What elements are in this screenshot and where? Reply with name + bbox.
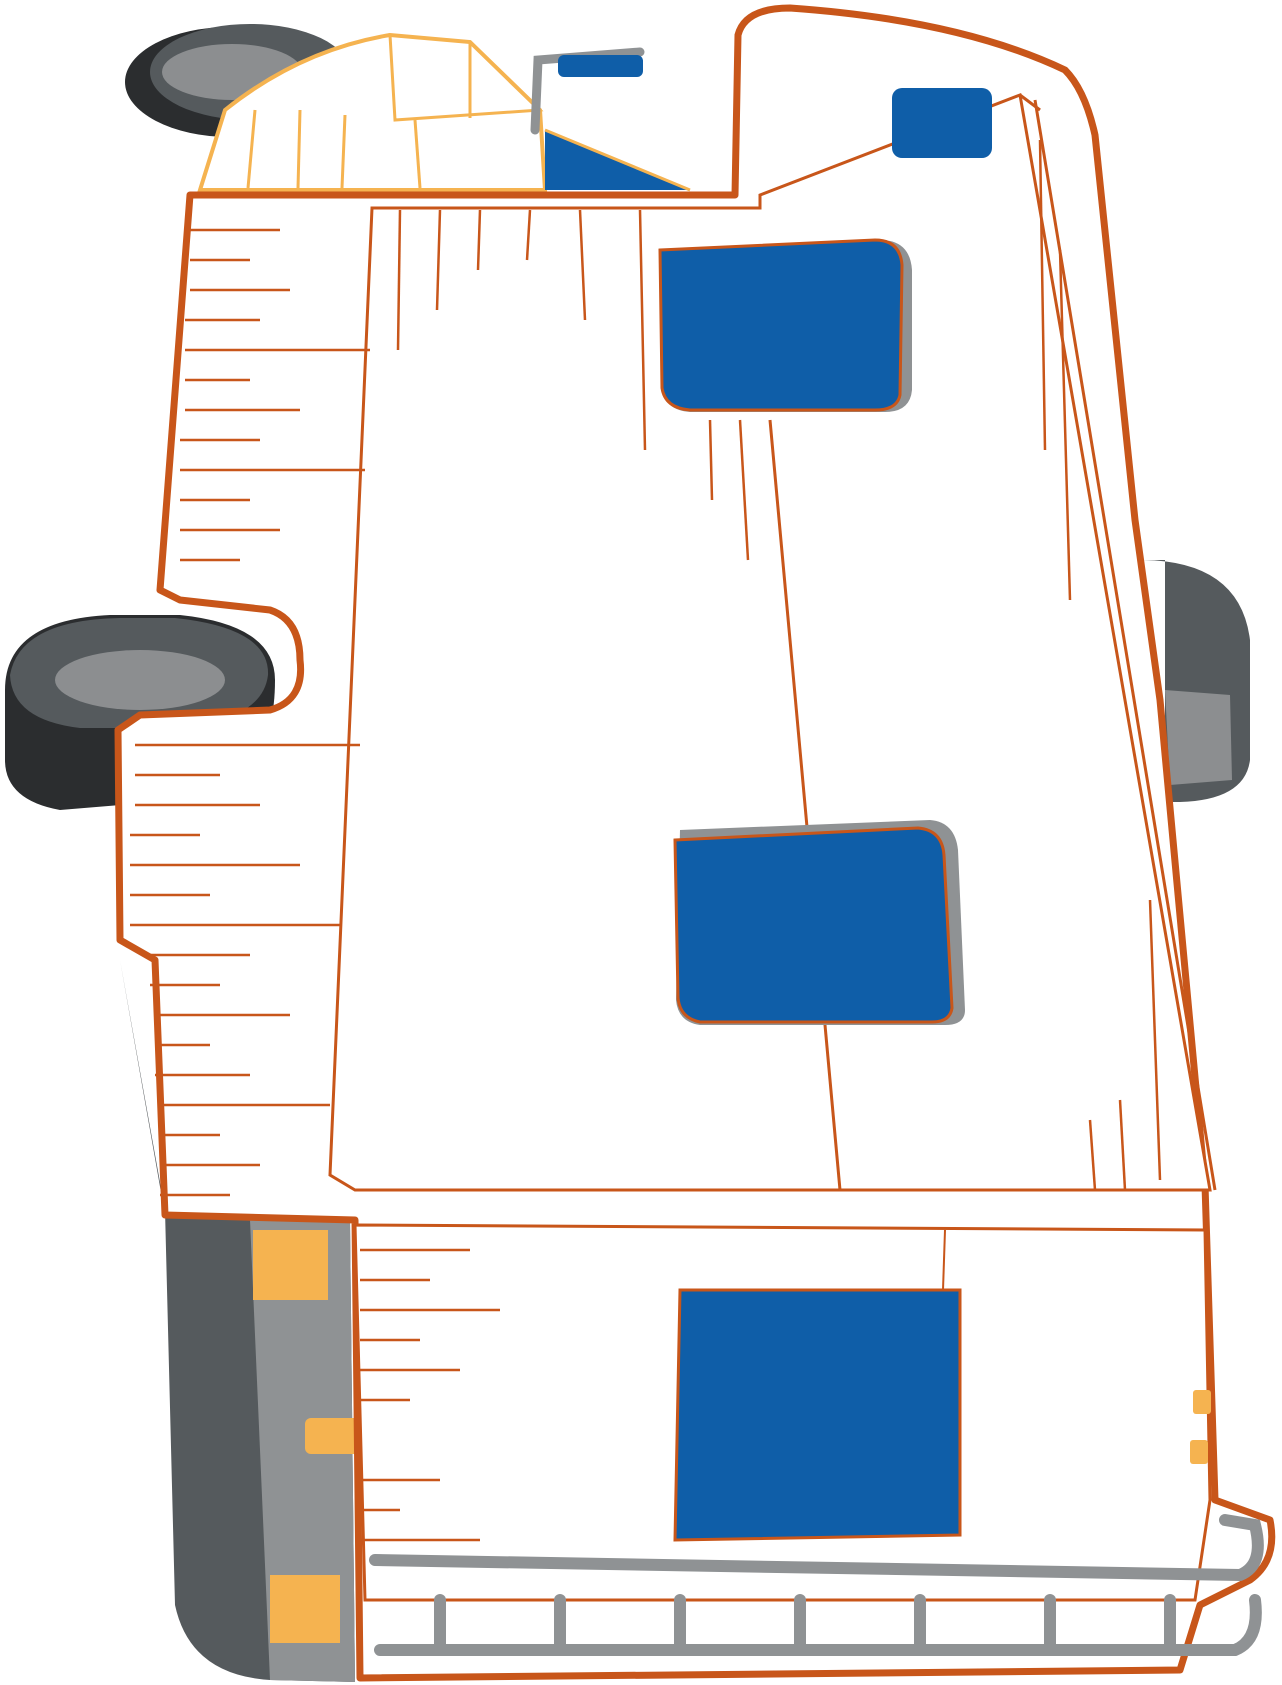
roof: [328, 92, 1212, 1192]
roof-hatching: [396, 139, 1162, 1191]
skylight-front: [658, 238, 912, 412]
rear-window: [673, 1288, 962, 1542]
roof-center-line: [768, 419, 842, 1191]
rear-hatching: [360, 1248, 500, 1542]
roof-right-edge: [1033, 99, 1217, 1191]
side-mirror: [530, 47, 645, 135]
skylight-front-small: [892, 88, 992, 158]
tail-light-upper: [253, 1230, 328, 1300]
left-rear-pillar: [250, 1220, 355, 1682]
side-hatching: [130, 228, 370, 1197]
rear-marker-lower: [1190, 1440, 1208, 1464]
skylight-middle: [673, 820, 965, 1025]
tail-light-lower: [270, 1575, 340, 1643]
cab: [197, 32, 691, 192]
rear-marker-upper: [1193, 1390, 1211, 1414]
rear-ladder-rail: [369, 1514, 1264, 1656]
right-wheel: [1140, 560, 1250, 802]
